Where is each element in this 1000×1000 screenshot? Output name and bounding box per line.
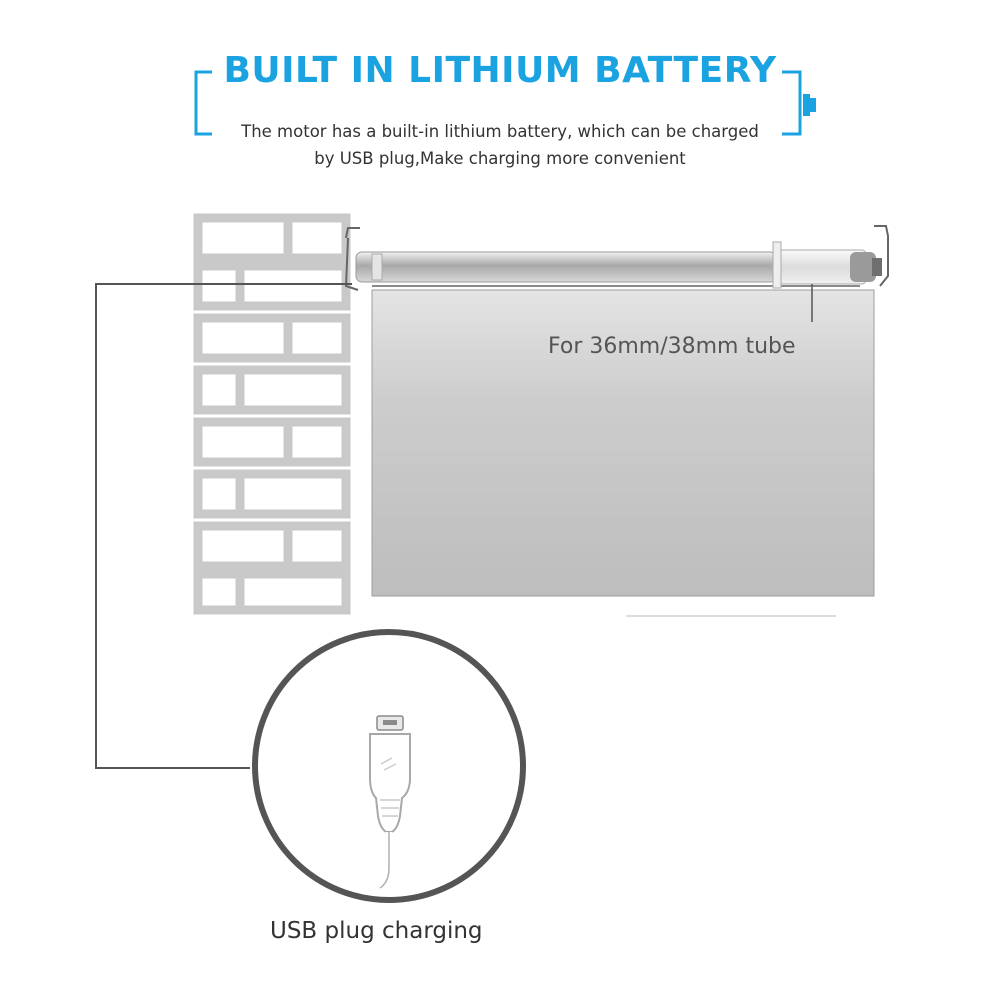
battery-icon	[803, 94, 816, 116]
shade-panel	[371, 289, 875, 597]
usb-plug-icon	[369, 715, 411, 891]
usb-charging-label: USB plug charging	[270, 918, 483, 944]
brick-wall	[193, 213, 351, 615]
charging-cable	[95, 283, 352, 769]
tube-size-label: For 36mm/38mm tube	[548, 334, 796, 359]
title-brackets	[194, 70, 802, 136]
right-bracket	[782, 70, 802, 136]
tubular-motor	[772, 241, 882, 322]
page-title: BUILT IN LITHIUM BATTERY	[223, 50, 777, 91]
subtitle-line-1: The motor has a built-in lithium battery…	[241, 122, 759, 141]
left-bracket	[194, 70, 212, 136]
page-subtitle: The motor has a built-in lithium battery…	[0, 118, 1000, 172]
subtitle-line-2: by USB plug,Make charging more convenien…	[314, 149, 686, 168]
mount-brackets	[344, 225, 889, 291]
